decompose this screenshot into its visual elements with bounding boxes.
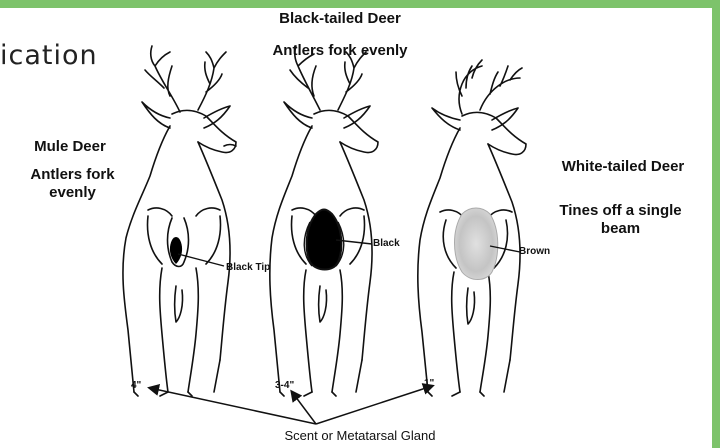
mule-deer-figure bbox=[123, 46, 236, 396]
whitetail-gland-mark bbox=[455, 208, 498, 280]
gland-arrows bbox=[150, 386, 432, 424]
